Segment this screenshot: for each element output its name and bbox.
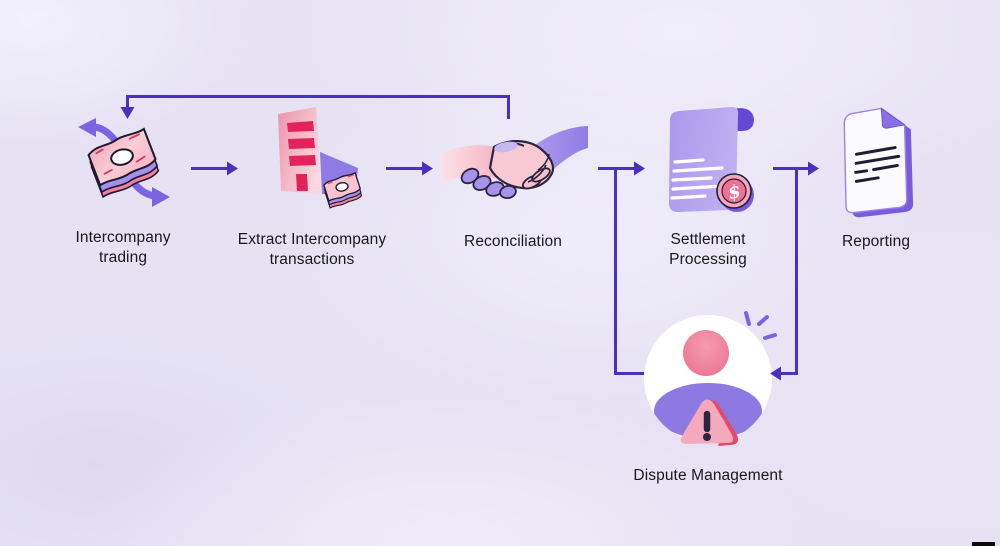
- node-label-extract-transactions: Extract Intercompany transactions: [237, 231, 387, 269]
- arrowhead-right-1: [227, 161, 238, 176]
- building-invoice-icon: [278, 107, 363, 209]
- report-document-icon: [843, 107, 914, 218]
- arrowhead-right-2: [422, 161, 433, 176]
- handshake-icon: [440, 126, 588, 200]
- arrowhead-down: [120, 107, 135, 119]
- arrowhead-left-dispute: [770, 366, 781, 381]
- arrowhead-right-4: [808, 161, 819, 176]
- edge-branch-up: [614, 168, 644, 375]
- node-label-reporting: Reporting: [841, 233, 911, 250]
- node-label-dispute-management: Dispute Management: [633, 467, 783, 484]
- edge-branch-down: [781, 168, 798, 375]
- edge-feedback-top: [126, 95, 510, 119]
- dispute-avatar-warning-icon: [644, 311, 777, 446]
- node-label-settlement-processing: Settlement Processing: [669, 231, 747, 269]
- settlement-scroll-coin-icon: $: [669, 107, 754, 212]
- money-exchange-icon: [78, 118, 170, 207]
- svg-text:$: $: [726, 181, 743, 204]
- arrowhead-right-3: [634, 161, 645, 176]
- node-label-intercompany-trading: Intercompany trading: [75, 229, 171, 267]
- screen-corner-artifact: [972, 542, 995, 546]
- node-label-reconciliation: Reconciliation: [464, 233, 562, 250]
